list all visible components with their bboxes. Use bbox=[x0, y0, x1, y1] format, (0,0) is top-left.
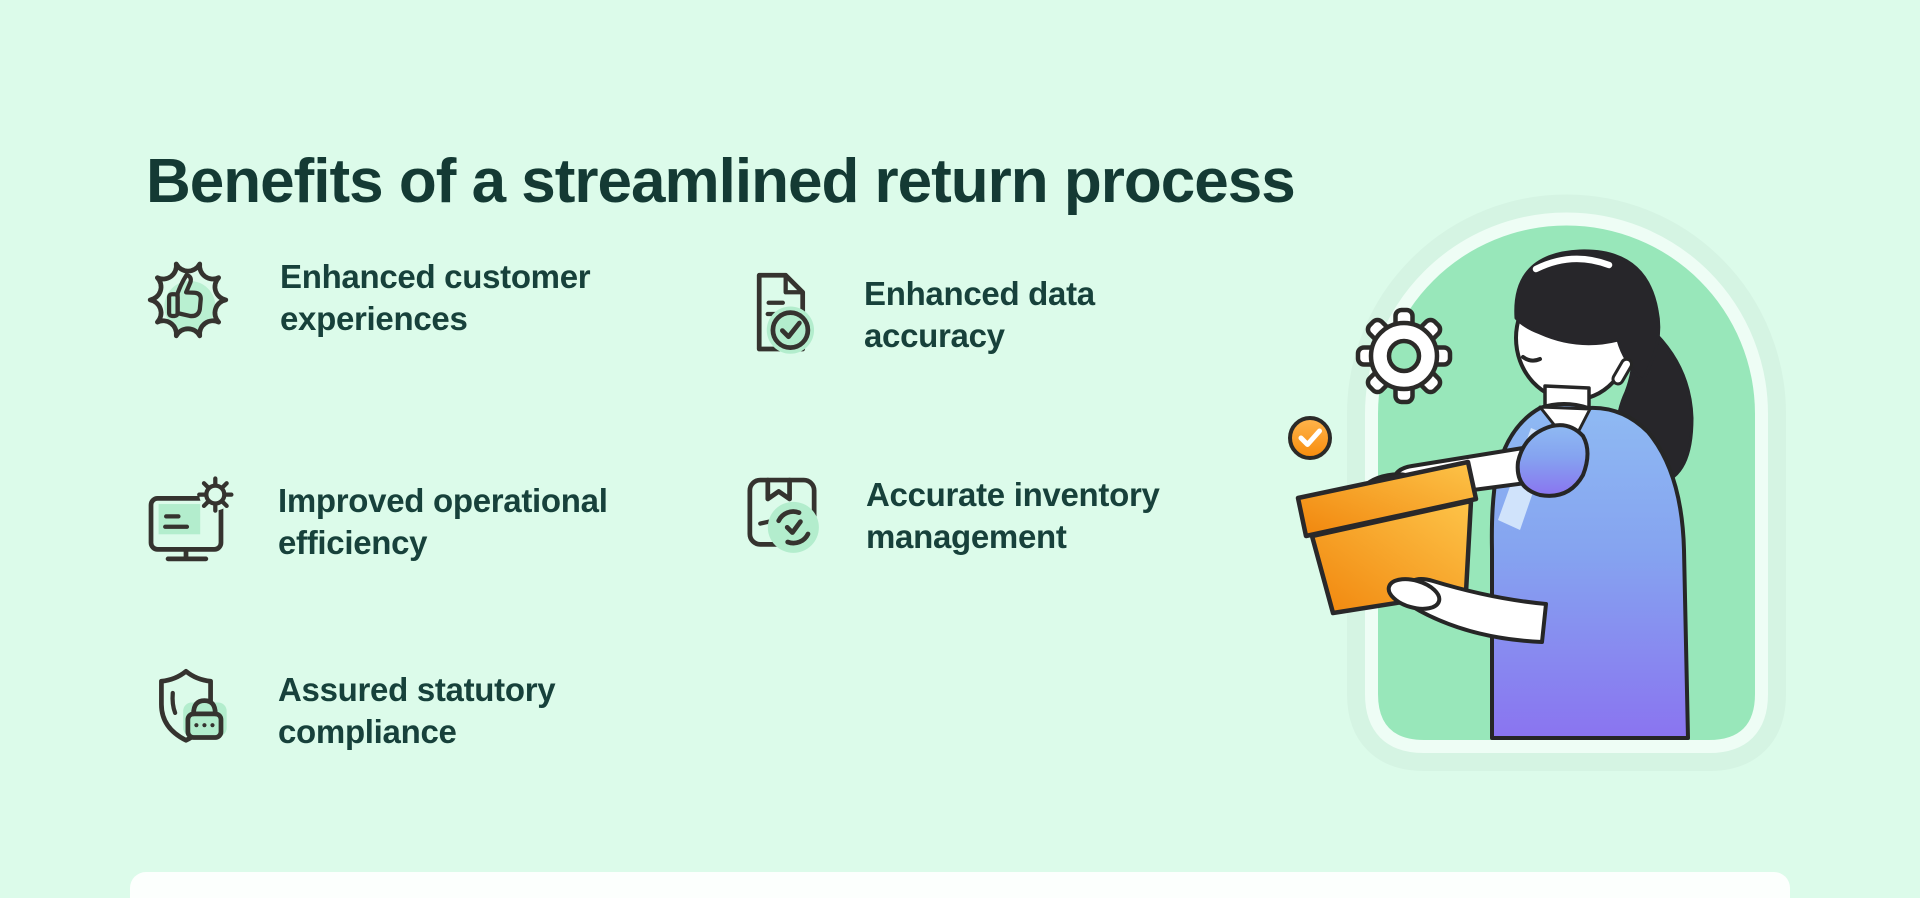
box-lid bbox=[1295, 459, 1479, 539]
monitor-gear-icon bbox=[134, 470, 238, 574]
benefit-label: Assured statutory compliance bbox=[278, 669, 556, 753]
package-sync-icon bbox=[730, 464, 834, 568]
badge-thumbs-up-icon bbox=[136, 246, 240, 350]
benefit-label: Enhanced customer experiences bbox=[280, 256, 591, 340]
hair bbox=[1514, 249, 1661, 383]
gear-icon bbox=[1355, 307, 1453, 405]
mouth bbox=[1521, 355, 1542, 363]
benefit-item-inventory-management: Accurate inventory management bbox=[730, 464, 1160, 568]
check-badge-icon bbox=[1288, 416, 1332, 460]
benefit-label-line1: Enhanced customer bbox=[280, 258, 591, 295]
hair-highlight bbox=[1532, 255, 1613, 273]
infographic-canvas: Benefits of a streamlined return process… bbox=[130, 146, 1800, 898]
benefit-item-customer-experiences: Enhanced customer experiences bbox=[136, 246, 591, 350]
woman-holding-box-illustration bbox=[1240, 190, 1800, 790]
benefit-label-line1: Assured statutory bbox=[278, 671, 556, 708]
benefit-label-line1: Enhanced data bbox=[864, 275, 1095, 312]
near-hand bbox=[1386, 577, 1442, 611]
benefit-label-line1: Improved operational bbox=[278, 482, 608, 519]
benefit-label-line2: compliance bbox=[278, 713, 457, 750]
benefit-label-line2: efficiency bbox=[278, 524, 428, 561]
page-title: Benefits of a streamlined return process bbox=[146, 146, 1296, 216]
benefit-item-data-accuracy: Enhanced data accuracy bbox=[728, 260, 1095, 370]
hair-tie bbox=[1611, 357, 1633, 386]
benefit-label: Improved operational efficiency bbox=[278, 480, 608, 564]
benefit-item-statutory-compliance: Assured statutory compliance bbox=[134, 658, 556, 764]
benefit-label: Enhanced data accuracy bbox=[864, 273, 1095, 357]
benefit-label-line2: accuracy bbox=[864, 317, 1005, 354]
benefit-label: Accurate inventory management bbox=[866, 474, 1160, 558]
sleeve bbox=[1515, 423, 1590, 498]
shield-lock-icon bbox=[134, 659, 238, 763]
benefit-label-line2: management bbox=[866, 518, 1067, 555]
benefit-label-line2: experiences bbox=[280, 300, 468, 337]
woman-figure bbox=[1295, 249, 1694, 740]
benefit-label-line1: Accurate inventory bbox=[866, 476, 1160, 513]
benefit-item-operational-efficiency: Improved operational efficiency bbox=[134, 470, 608, 574]
bottom-card-edge bbox=[130, 872, 1790, 898]
document-check-icon bbox=[728, 263, 832, 367]
